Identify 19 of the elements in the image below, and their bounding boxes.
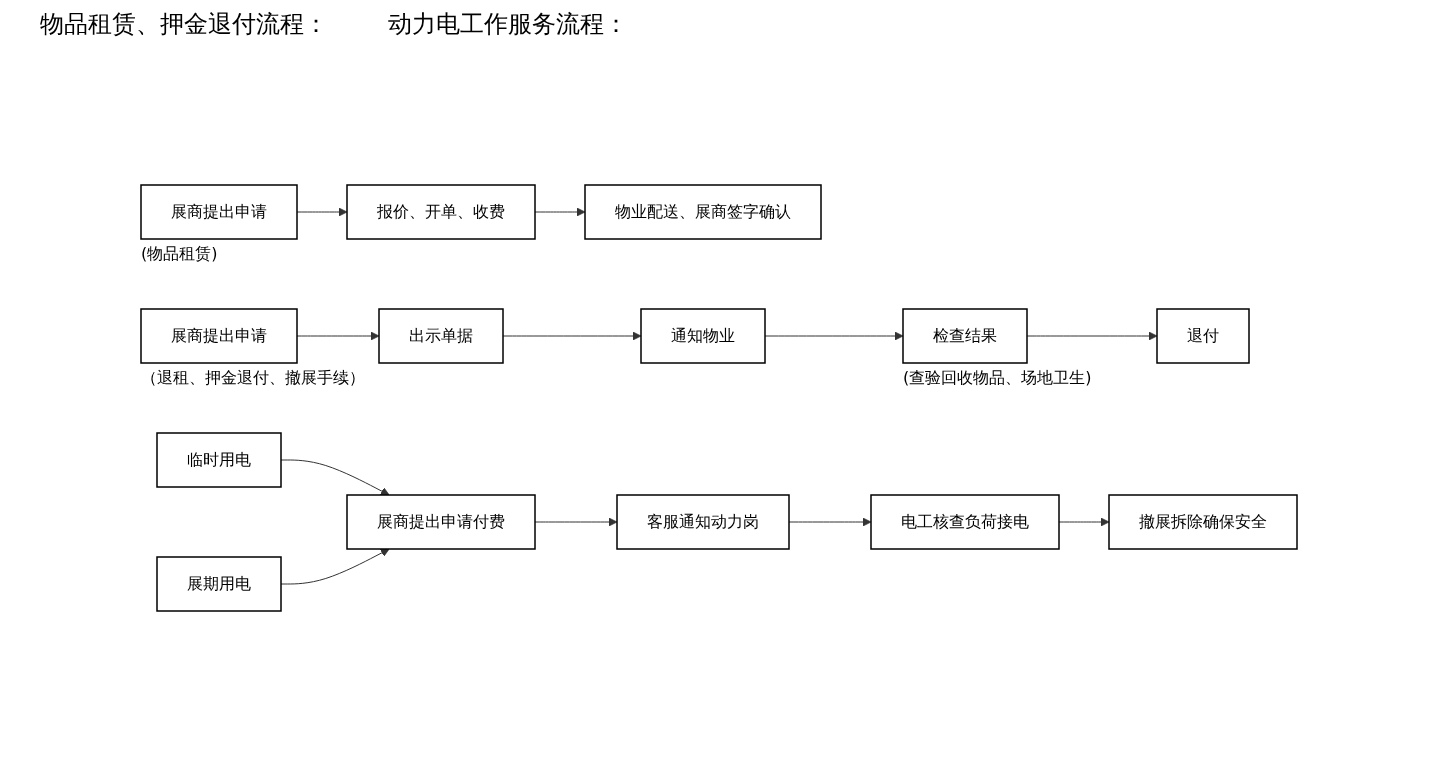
- node-caption: (物品租赁): [141, 244, 218, 263]
- node-box: 报价、开单、收费: [346, 184, 536, 240]
- node-box: 展商提出申请: [140, 308, 298, 364]
- node-caption: (查验回收物品、场地卫生): [903, 368, 1092, 387]
- node-box: 展期用电: [156, 556, 282, 612]
- node-box: 客服通知动力岗: [616, 494, 790, 550]
- node-box: 出示单据: [378, 308, 504, 364]
- heading: 物品租赁、押金退付流程：: [40, 9, 328, 40]
- node-box: 撤展拆除确保安全: [1108, 494, 1298, 550]
- node-box: 展商提出申请: [140, 184, 298, 240]
- node-box: 退付: [1156, 308, 1250, 364]
- node-box: 电工核查负荷接电: [870, 494, 1060, 550]
- node-box: 检查结果: [902, 308, 1028, 364]
- node-caption: （退租、押金退付、撤展手续）: [141, 368, 365, 387]
- node-box: 物业配送、展商签字确认: [584, 184, 822, 240]
- node-box: 临时用电: [156, 432, 282, 488]
- node-box: 展商提出申请付费: [346, 494, 536, 550]
- node-box: 通知物业: [640, 308, 766, 364]
- heading: 动力电工作服务流程：: [388, 9, 628, 40]
